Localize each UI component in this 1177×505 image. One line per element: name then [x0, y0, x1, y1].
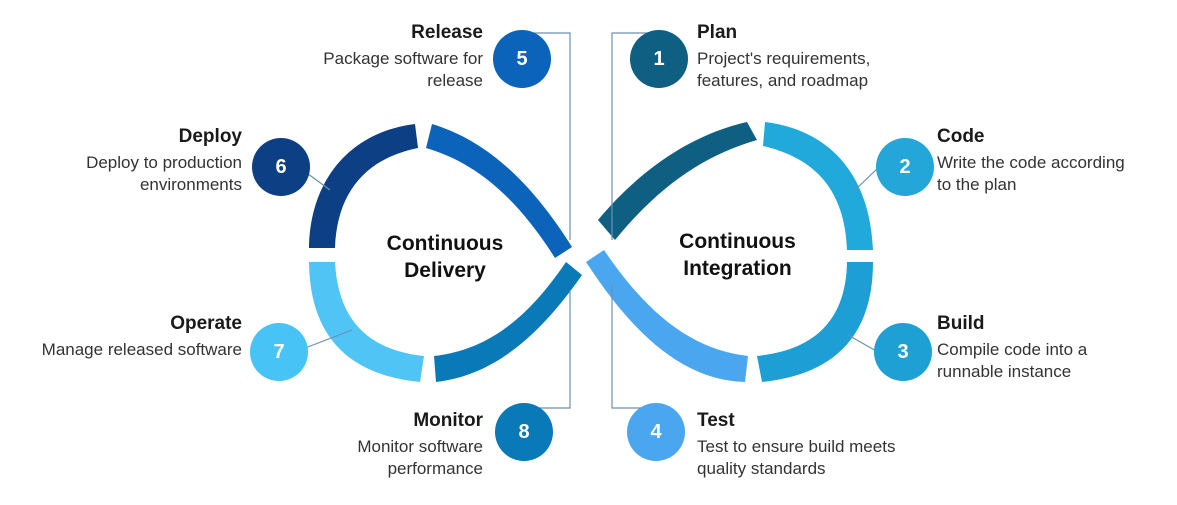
badge-num-8: 8: [518, 420, 530, 443]
continuous-integration-label: Continuous Integration: [660, 228, 815, 282]
segment-plan: [598, 122, 757, 240]
step-desc-test: Test to ensure build meets quality stand…: [697, 436, 957, 480]
badge-num-4: 4: [650, 420, 662, 443]
step-code: Code Write the code according to the pla…: [937, 126, 1172, 196]
badge-num-7: 7: [273, 340, 285, 363]
segment-release: [426, 124, 572, 258]
step-title-build: Build: [937, 313, 985, 334]
step-plan: Plan Project's requirements, features, a…: [697, 22, 957, 92]
step-desc-release: Package software for release: [243, 48, 483, 92]
step-desc-deploy: Deploy to production environments: [20, 152, 242, 196]
step-desc-monitor-line-2: performance: [387, 459, 483, 478]
segment-test: [586, 250, 748, 382]
integration-line-2: Integration: [683, 257, 792, 280]
step-desc-test-line-2: quality standards: [697, 459, 826, 478]
step-test: Test Test to ensure build meets quality …: [697, 410, 957, 480]
step-badge-7: 7: [250, 323, 308, 381]
step-title-monitor: Monitor: [413, 410, 483, 431]
step-desc-build-line-2: runnable instance: [937, 362, 1072, 381]
step-desc-release-line-1: Package software for: [323, 49, 483, 68]
step-desc-release-line-2: release: [427, 71, 483, 90]
step-deploy: Deploy Deploy to production environments: [20, 126, 242, 196]
badge-num-5: 5: [516, 47, 528, 70]
step-desc-deploy-line-1: Deploy to production: [86, 153, 242, 172]
step-desc-deploy-line-2: environments: [139, 175, 242, 194]
step-title-release: Release: [411, 22, 483, 43]
delivery-line-2: Delivery: [404, 259, 486, 282]
connector-operate: [299, 329, 353, 351]
connector-plan: [611, 32, 653, 240]
continuous-delivery-label: Continuous Delivery: [370, 230, 520, 284]
step-desc-build-line-1: Compile code into a: [937, 340, 1088, 359]
badge-num-1: 1: [653, 47, 665, 70]
step-desc-test-line-1: Test to ensure build meets: [697, 437, 896, 456]
step-desc-monitor: Monitor software performance: [243, 436, 483, 480]
step-badge-1: 1: [630, 30, 688, 88]
badge-num-2: 2: [899, 155, 911, 178]
segment-code: [763, 122, 873, 250]
step-badge-5: 5: [493, 30, 551, 88]
step-monitor: Monitor Monitor software performance: [243, 410, 483, 480]
delivery-line-1: Continuous: [386, 232, 504, 255]
step-badge-2: 2: [876, 138, 934, 196]
integration-line-1: Continuous: [679, 230, 796, 253]
segment-build: [757, 262, 873, 382]
step-desc-code: Write the code according to the plan: [937, 152, 1172, 196]
step-title-deploy: Deploy: [178, 126, 242, 147]
segment-deploy: [309, 124, 418, 248]
badge-num-3: 3: [897, 340, 909, 363]
step-badge-4: 4: [627, 403, 685, 461]
badge-num-6: 6: [275, 155, 287, 178]
step-desc-operate: Manage released software: [5, 339, 242, 361]
step-build: Build Compile code into a runnable insta…: [937, 313, 1172, 383]
connector-code: [854, 167, 879, 191]
segment-operate: [309, 262, 424, 382]
step-desc-plan-line-1: Project's requirements,: [697, 49, 871, 68]
step-title-plan: Plan: [697, 22, 738, 43]
step-title-code: Code: [937, 126, 985, 147]
step-badge-3: 3: [874, 323, 932, 381]
connector-build: [847, 334, 879, 353]
step-desc-code-line-2: to the plan: [937, 175, 1017, 194]
step-title-test: Test: [697, 410, 735, 431]
step-operate: Operate Manage released software: [5, 313, 242, 361]
step-desc-plan-line-2: features, and roadmap: [697, 71, 869, 90]
step-badge-8: 8: [495, 403, 553, 461]
step-desc-operate-line-1: Manage released software: [41, 340, 242, 359]
step-title-operate: Operate: [170, 313, 242, 334]
step-desc-build: Compile code into a runnable instance: [937, 339, 1172, 383]
step-desc-monitor-line-1: Monitor software: [357, 437, 483, 456]
segment-monitor: [434, 262, 582, 382]
step-desc-plan: Project's requirements, features, and ro…: [697, 48, 957, 92]
step-release: Release Package software for release: [243, 22, 483, 92]
step-badge-6: 6: [252, 138, 310, 196]
step-desc-code-line-1: Write the code according: [937, 153, 1125, 172]
